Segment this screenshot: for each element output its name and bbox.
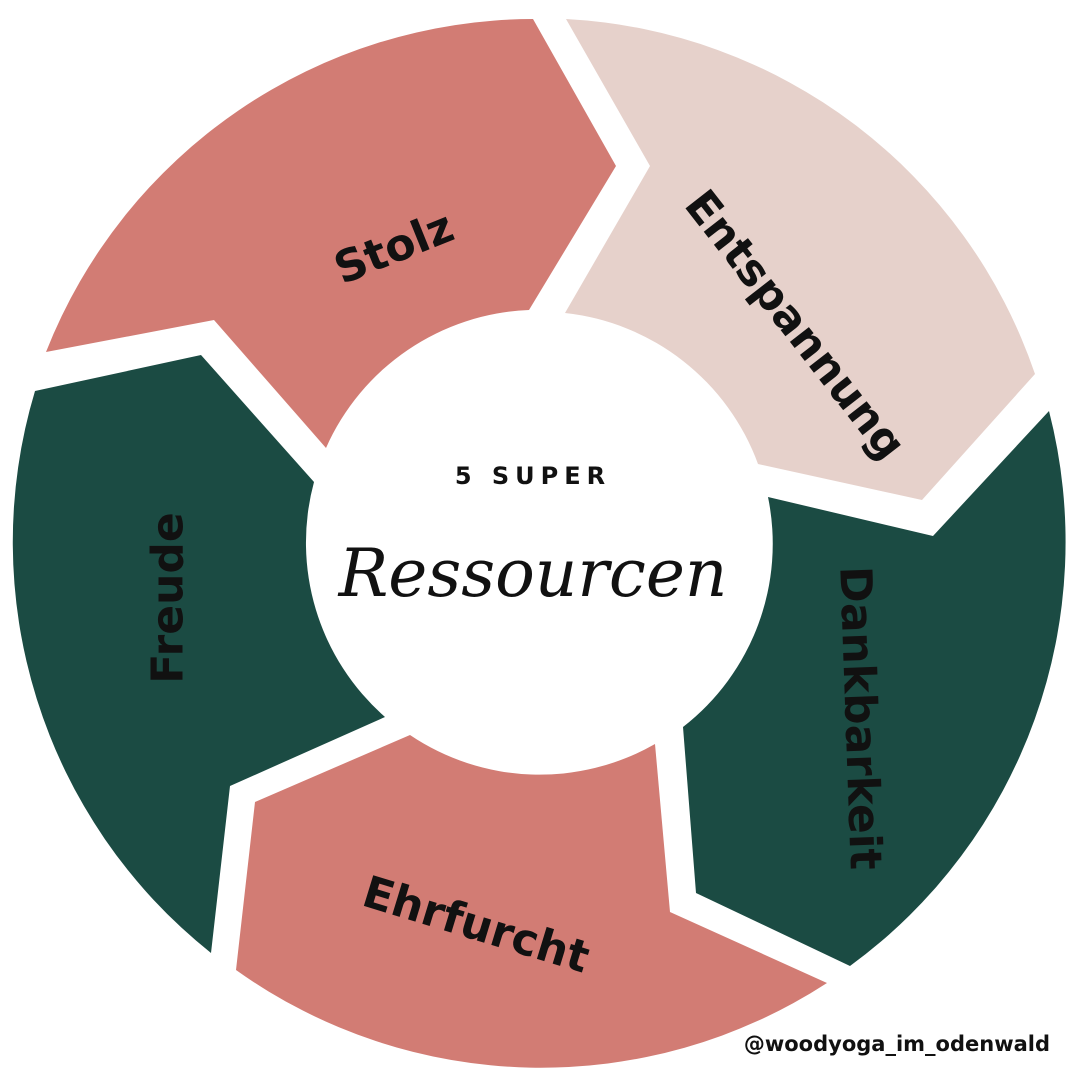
segment-stolz <box>46 19 616 448</box>
center-title: Ressourcen <box>338 535 728 612</box>
segment-ehrfurcht <box>236 735 827 1068</box>
label-freude: Freude <box>143 512 194 683</box>
social-handle: @woodyoga_im_odenwald <box>743 1032 1050 1056</box>
segment-entspannung <box>565 19 1035 500</box>
segment-freude <box>12 355 385 953</box>
label-dankbarkeit: Dankbarkeit <box>829 565 891 870</box>
center-kicker: 5 SUPER <box>455 462 611 490</box>
segment-dankbarkeit <box>683 411 1066 966</box>
